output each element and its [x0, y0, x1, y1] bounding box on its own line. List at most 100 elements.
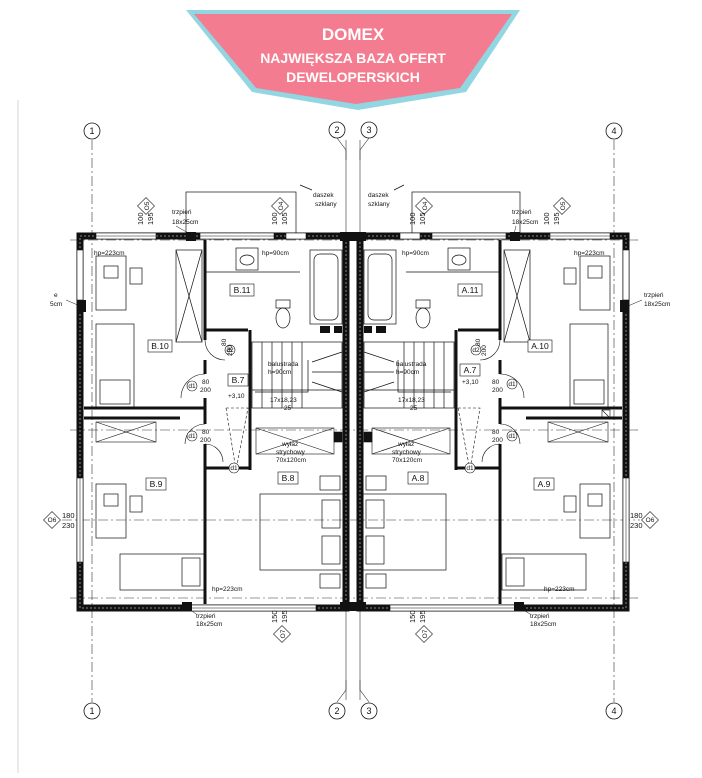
door-dim-200-l2: 200	[200, 437, 211, 444]
door-dim-80-l3: 80	[221, 338, 228, 346]
center-axis-lines	[336, 137, 370, 703]
door-tag-d1-left-b: d1	[186, 430, 198, 442]
window-dim-195-o7r: 195	[418, 610, 427, 623]
door-tag-d2-right: d2	[470, 344, 482, 356]
balustrada-right-line1: balustrada	[396, 361, 427, 368]
svg-text:1: 1	[89, 126, 94, 136]
landing-dashed	[225, 407, 481, 471]
door-dim-80-r1: 80	[492, 379, 500, 386]
trzpien-bottom-left-size: 18x25cm	[196, 621, 222, 628]
stairs-right-spec: 17x18,23	[398, 397, 425, 404]
balustrada-right-line2: h=90cm	[396, 369, 419, 376]
window-tag-o7-right: O7	[415, 625, 433, 643]
daszek-right-line1: daszek	[368, 192, 389, 199]
trzpien-side-right-size: 18x25cm	[644, 301, 670, 308]
svg-text:A.8: A.8	[412, 473, 425, 483]
axis-bubble-4-bottom: 4	[605, 702, 623, 720]
door-swings	[180, 339, 525, 463]
door-dim-80-l2: 80	[202, 429, 210, 436]
daszek-right-line2: szklany	[368, 201, 390, 208]
window-dim-230-o6r: 230	[630, 521, 643, 530]
room-label-a10: A.10	[527, 339, 553, 353]
trzpien-top-left: trzpień	[172, 209, 192, 216]
door-tag-d1-right-b: d1	[506, 430, 518, 442]
level-left: +3,10	[228, 393, 245, 400]
svg-text:O5: O5	[144, 201, 151, 210]
trzpien-top-left-size: 18x25cm	[172, 219, 198, 226]
svg-text:d1: d1	[188, 383, 196, 390]
bath-vent-marks	[320, 326, 386, 333]
door-dim-80-r2: 80	[492, 429, 500, 436]
hp223-top-right: hp=223cm	[574, 250, 605, 257]
window-dim-150-o7l: 150	[270, 610, 279, 623]
trzpien-top-right: trzpień	[512, 209, 532, 216]
svg-text:d1: d1	[508, 381, 516, 388]
svg-text:O4: O4	[278, 201, 285, 210]
svg-text:d1: d1	[508, 433, 516, 440]
banner-line1: NAJWIĘKSZA BAZA OFERT	[260, 50, 446, 66]
door-dim-200-r3: 200	[481, 345, 488, 356]
room-label-a7: A.7	[459, 363, 481, 377]
axis-bubble-2-bottom: 2	[328, 702, 346, 720]
window-dim-105-o4r: 105	[418, 212, 427, 225]
room-label-b10: B.10	[147, 339, 173, 353]
room-label-b8: B.8	[277, 471, 299, 485]
window-dim-150-o7r: 150	[408, 610, 417, 623]
desks	[95, 255, 611, 539]
door-tag-d1-right-a: d1	[506, 378, 518, 390]
interior-walls	[84, 240, 622, 604]
room-label-b7: B.7	[227, 373, 249, 387]
svg-text:B.7: B.7	[232, 375, 245, 385]
window-dim-195-o7l: 195	[280, 610, 289, 623]
window-dim-100-o5r: 100	[542, 212, 551, 225]
hp90-right: hp=90cm	[402, 250, 429, 257]
svg-text:A.10: A.10	[531, 341, 549, 351]
svg-text:3: 3	[366, 706, 371, 716]
room-label-b11: B.11	[229, 283, 255, 297]
door-tag-d1-right-c: d1	[464, 462, 476, 474]
window-tag-o4-right: O4	[415, 197, 433, 215]
axis-bubble-1-bottom: 1	[83, 702, 101, 720]
balustrada-left-line1: balustrada	[268, 361, 299, 368]
svg-text:d2: d2	[226, 347, 234, 354]
glass-canopies	[185, 184, 521, 237]
attic-hatches	[255, 427, 451, 455]
axis-bubble-2-top: 2	[328, 121, 346, 139]
window-dim-180-o6l: 180	[62, 511, 75, 520]
stairs-left	[251, 341, 343, 409]
window-glazing	[79, 235, 627, 609]
stairs-left-spec: 17x18,23	[270, 397, 297, 404]
svg-text:3: 3	[366, 125, 371, 135]
wylaz-right-line2: strychowy	[392, 449, 422, 456]
window-tag-o6-left: O6	[43, 511, 61, 529]
svg-text:d1: d1	[188, 433, 196, 440]
svg-text:A.11: A.11	[462, 285, 479, 295]
window-dim-195-o5l: 195	[146, 212, 155, 225]
trzpien-top-right-size: 18x25cm	[512, 219, 538, 226]
door-dim-80-l1: 80	[202, 379, 210, 386]
level-right: +3,10	[462, 379, 479, 386]
window-dim-100-o4r: 100	[408, 212, 417, 225]
hp223-bottom-right: hp=223cm	[544, 586, 575, 593]
wylaz-left-line1: wyłaz	[281, 441, 298, 448]
trzpien-side-right: trzpień	[644, 292, 664, 299]
door-dim-200-r1: 200	[492, 387, 503, 394]
axis-bubble-4-top: 4	[605, 122, 623, 140]
window-dim-230-o6l: 230	[62, 521, 75, 530]
wardrobes	[95, 409, 611, 443]
wylaz-right-line1: wyłaz	[397, 441, 414, 448]
hp223-top-left: hp=223cm	[94, 250, 125, 257]
svg-text:B.10: B.10	[151, 341, 169, 351]
wall-columns	[77, 232, 629, 611]
wylaz-left-line3: 70x120cm	[276, 457, 306, 464]
door-dim-200-l3: 200	[227, 345, 234, 356]
svg-text:O7: O7	[422, 629, 429, 638]
banner-title: DOMEX	[322, 25, 385, 44]
svg-text:A.7: A.7	[464, 365, 477, 375]
svg-text:A.9: A.9	[538, 479, 551, 489]
svg-text:O4: O4	[422, 201, 429, 210]
svg-text:d1: d1	[230, 465, 238, 472]
trzpien-leaders	[65, 225, 643, 615]
domex-banner: DOMEX NAJWIĘKSZA BAZA OFERT DEWELOPERSKI…	[186, 10, 520, 110]
